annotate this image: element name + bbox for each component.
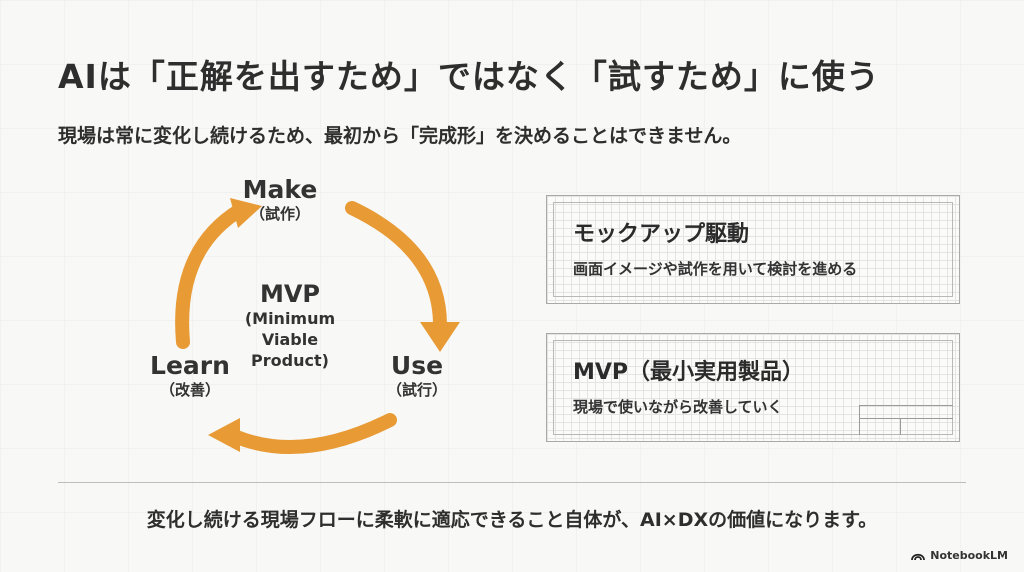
cycle-node-learn: Learn （改善） (140, 352, 240, 400)
card-description: 画面イメージや試作を用いて検討を進める (573, 260, 858, 278)
center-sub-line2: Product) (251, 351, 329, 370)
use-sub: （試行） (386, 381, 447, 399)
arrowhead-learn (208, 418, 240, 452)
cycle-center: MVP (Minimum Viable Product) (215, 280, 365, 371)
card-mvp: MVP（最小実用製品） 現場で使いながら改善していく (546, 333, 960, 442)
arrow-make-to-use (345, 201, 447, 332)
arrow-use-to-learn (225, 413, 397, 454)
cycle-node-make: Make （試作） (225, 176, 335, 224)
make-sub: （試作） (249, 205, 310, 223)
card-frame (553, 340, 953, 435)
brand-name: NotebookLM (930, 549, 1008, 562)
card-title: MVP（最小実用製品） (573, 360, 805, 385)
divider (58, 482, 966, 483)
arrowhead-use (420, 322, 460, 352)
page-title: AIは「正解を出すため」ではなく「試すため」に使う (58, 57, 880, 96)
notebooklm-logo-icon (911, 553, 926, 561)
card-description: 現場で使いながら改善していく (573, 398, 783, 416)
card-frame (553, 202, 953, 297)
use-label: Use (390, 351, 444, 380)
learn-sub: （改善） (159, 381, 220, 399)
footer-message: 変化し続ける現場フローに柔軟に適応できること自体が、AI×DXの価値になります。 (146, 509, 878, 531)
brand: NotebookLM (911, 549, 1008, 562)
card-title: モックアップ駆動 (573, 222, 750, 247)
learn-label: Learn (150, 351, 230, 380)
make-label: Make (242, 175, 318, 204)
card-mockup: モックアップ駆動 画面イメージや試作を用いて検討を進める (546, 195, 960, 304)
page-subtitle: 現場は常に変化し続けるため、最初から「完成形」を決めることはできません。 (58, 125, 742, 147)
cycle-node-use: Use （試行） (372, 352, 462, 400)
center-sub-line1: (Minimum Viable (244, 309, 336, 349)
blueprint-title-block (859, 405, 953, 435)
center-label: MVP (259, 280, 321, 308)
